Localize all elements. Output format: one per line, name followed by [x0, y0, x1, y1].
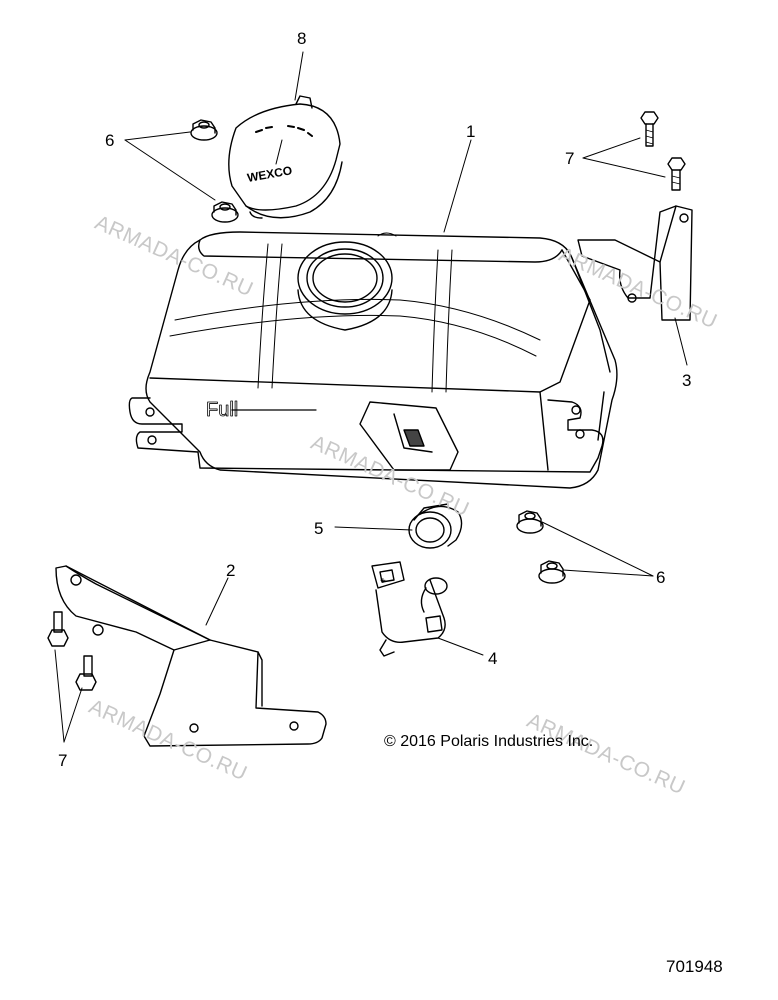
grommet — [408, 503, 463, 549]
drawing-number: 701948 — [666, 957, 723, 976]
callout-6-top: 6 — [105, 131, 115, 150]
upper-mounting-bracket — [577, 205, 693, 321]
callout-3: 3 — [682, 371, 692, 390]
full-level-mark: Full — [206, 399, 238, 421]
flange-nut-1 — [190, 119, 218, 141]
level-sensor — [371, 561, 448, 657]
callout-4: 4 — [488, 649, 498, 668]
callout-7-top: 7 — [565, 149, 575, 168]
callout-1: 1 — [466, 122, 476, 141]
callout-6-right: 6 — [656, 568, 666, 587]
bolt-2 — [667, 157, 686, 191]
callout-5: 5 — [314, 519, 324, 538]
coolant-reservoir-tank — [128, 231, 618, 489]
callout-7-bottom: 7 — [58, 751, 68, 770]
leader-lines — [54, 51, 688, 743]
sensor-terminal-symbol: + — [380, 576, 386, 587]
flange-nut-3 — [516, 510, 544, 534]
callout-8: 8 — [297, 29, 307, 48]
bolt-1 — [640, 111, 659, 147]
callout-2: 2 — [226, 561, 236, 580]
flange-nut-4 — [538, 560, 566, 584]
bolt-4 — [75, 655, 97, 691]
bolt-3 — [47, 611, 69, 647]
copyright-notice: © 2016 Polaris Industries Inc. — [384, 733, 594, 750]
flange-nut-2 — [211, 201, 239, 223]
reservoir-cap — [228, 95, 343, 219]
lower-mounting-bracket — [55, 565, 327, 747]
cap-brand-text: WEXCO — [246, 163, 293, 185]
